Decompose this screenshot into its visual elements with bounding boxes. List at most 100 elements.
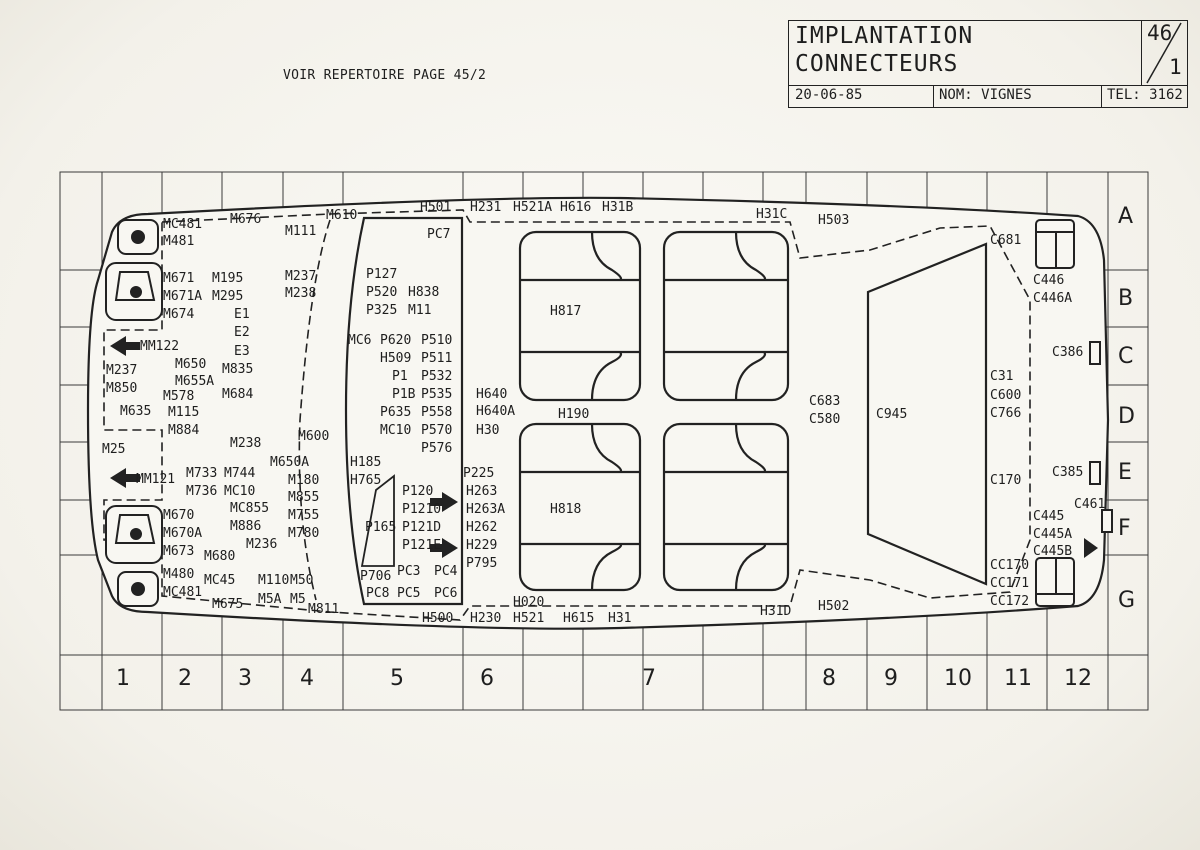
row-label-a: A [1118, 204, 1134, 229]
connector-label: M635 [120, 404, 152, 419]
connector-label: P576 [421, 441, 453, 456]
connector-label: M236 [246, 537, 278, 552]
connector-label: PC6 [434, 586, 458, 601]
connector-label: PC8 [366, 586, 390, 601]
connector-label: H616 [560, 200, 592, 215]
connector-label: M110 [258, 573, 290, 588]
connector-label: M650 [175, 357, 207, 372]
connector-label: M755 [288, 508, 320, 523]
row-label-b: B [1118, 286, 1134, 311]
connector-label: M11 [408, 303, 432, 318]
connector-label: MC481 [163, 217, 203, 232]
connector-label: H31D [760, 604, 792, 619]
connector-label: M676 [230, 212, 262, 227]
connector-label: PC3 [397, 564, 421, 579]
connector-label: P121E [402, 538, 442, 553]
connector-label: M650A [270, 455, 310, 470]
connector-label: H185 [350, 455, 382, 470]
connector-label: M578 [163, 389, 195, 404]
connector-label: MC10 [224, 484, 256, 499]
connector-label: H500 [422, 611, 454, 626]
connector-label: C683 [809, 394, 841, 409]
connector-label: C580 [809, 412, 841, 427]
connector-label: H765 [350, 473, 382, 488]
connector-label: H640 [476, 387, 508, 402]
connector-label: CC170 [990, 558, 1030, 573]
connector-label: M5A [258, 592, 282, 607]
connector-label: M680 [204, 549, 236, 564]
connector-label: M671 [163, 271, 195, 286]
title-line-2: CONNECTEURS [795, 51, 959, 77]
connector-label: M195 [212, 271, 244, 286]
connector-label: H501 [420, 200, 452, 215]
connector-label: C766 [990, 406, 1022, 421]
connector-label: M295 [212, 289, 244, 304]
connector-label: MC10 [380, 423, 412, 438]
connector-label: C385 [1052, 465, 1084, 480]
connector-label: M811 [308, 602, 340, 617]
connector-label: M111 [285, 224, 317, 239]
connector-label: H231 [470, 200, 502, 215]
connector-label: P325 [366, 303, 398, 318]
connector-label: M25 [102, 442, 126, 457]
row-label-g: G [1118, 588, 1136, 613]
connector-label: PC7 [427, 227, 451, 242]
seat-label-rear: H818 [550, 502, 582, 517]
connector-label: H262 [466, 520, 498, 535]
connector-label: P535 [421, 387, 453, 402]
column-label-1: 1 [116, 666, 130, 691]
connector-label: H503 [818, 213, 850, 228]
column-label-11: 11 [1004, 666, 1032, 691]
connector-label: P706 [360, 569, 392, 584]
connector-label: MC6 [348, 333, 372, 348]
connector-label: H31 [608, 611, 632, 626]
connector-label: P225 [463, 466, 495, 481]
car-inner-outline [103, 209, 1031, 621]
connector-label: P635 [380, 405, 412, 420]
connector-label: M238 [285, 286, 317, 301]
column-label-9: 9 [884, 666, 898, 691]
connector-label: H31B [602, 200, 634, 215]
column-label-10: 10 [944, 666, 972, 691]
car-body-outline [86, 196, 1110, 630]
date-field: 20-06-85 [795, 87, 863, 103]
connector-label: P1210 [402, 502, 442, 517]
row-label-d: D [1118, 404, 1135, 429]
connector-label: C170 [990, 473, 1022, 488]
connector-label: C445B [1033, 544, 1073, 559]
connector-label: M50 [290, 573, 314, 588]
headlights [105, 219, 163, 607]
connector-label: M600 [298, 429, 330, 444]
connector-label: C600 [990, 388, 1022, 403]
connector-label: C445 [1033, 509, 1065, 524]
connector-label: M237 [285, 269, 317, 284]
column-label-3: 3 [238, 666, 252, 691]
connector-label: M744 [224, 466, 256, 481]
connector-label: C445A [1033, 527, 1073, 542]
connector-label: P511 [421, 351, 453, 366]
center-label: H190 [558, 407, 590, 422]
connector-label: PC4 [434, 564, 458, 579]
connector-label: C446A [1033, 291, 1073, 306]
boot-area [866, 242, 988, 586]
connector-label: H509 [380, 351, 412, 366]
column-label-8: 8 [822, 666, 836, 691]
column-label-6: 6 [480, 666, 494, 691]
connector-label: H615 [563, 611, 595, 626]
column-label-4: 4 [300, 666, 314, 691]
connector-arrows [110, 336, 1098, 558]
connector-label: H263A [466, 502, 506, 517]
connector-label: M733 [186, 466, 218, 481]
connector-label: M684 [222, 387, 254, 402]
connector-label: M886 [230, 519, 262, 534]
connector-label: C446 [1033, 273, 1065, 288]
connector-label: MM121 [136, 472, 176, 487]
connector-label: PC5 [397, 586, 421, 601]
connector-label: P795 [466, 556, 498, 571]
page-sub: 1 [1169, 55, 1182, 79]
boot-label: C945 [876, 407, 908, 422]
connector-label: M835 [222, 362, 254, 377]
title-vsep-2 [1101, 85, 1102, 107]
connector-label: M480 [163, 567, 195, 582]
connector-label: H230 [470, 611, 502, 626]
